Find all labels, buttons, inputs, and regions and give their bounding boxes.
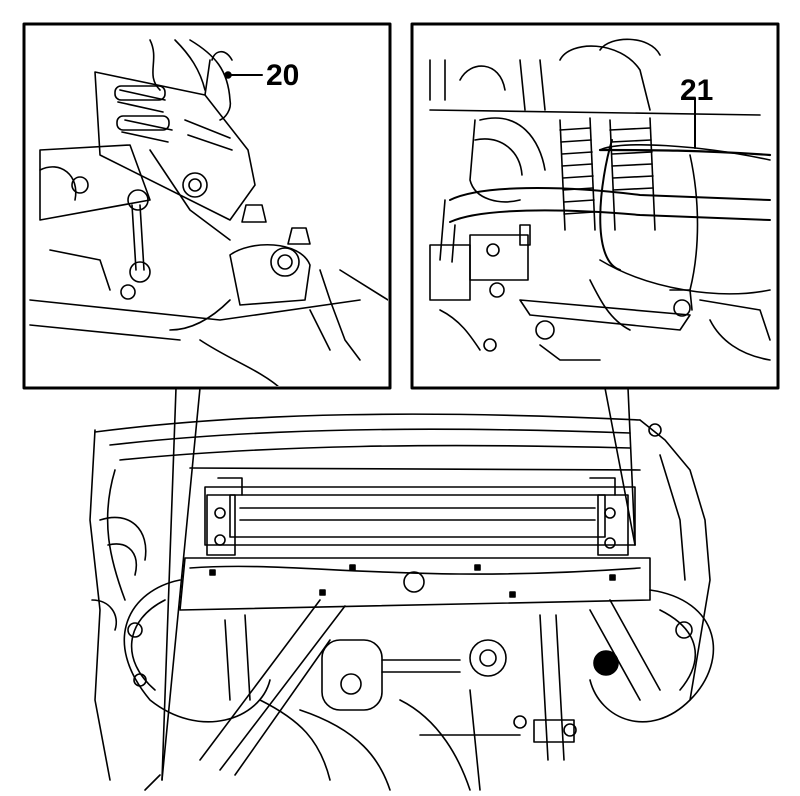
engine-mount [321,639,383,711]
right-inset-detail [410,22,780,390]
corrugated-hose [559,117,656,231]
cross-member [179,557,651,611]
pointer-lines [144,387,636,791]
main-engine-view [89,413,715,791]
callout-label-20: 20 [266,59,300,92]
subframe-left [123,579,271,723]
left-inset-detail [22,22,392,390]
subframe-right [589,589,715,723]
radiator-frame [204,486,636,546]
callout-label-21: 21 [680,74,714,107]
